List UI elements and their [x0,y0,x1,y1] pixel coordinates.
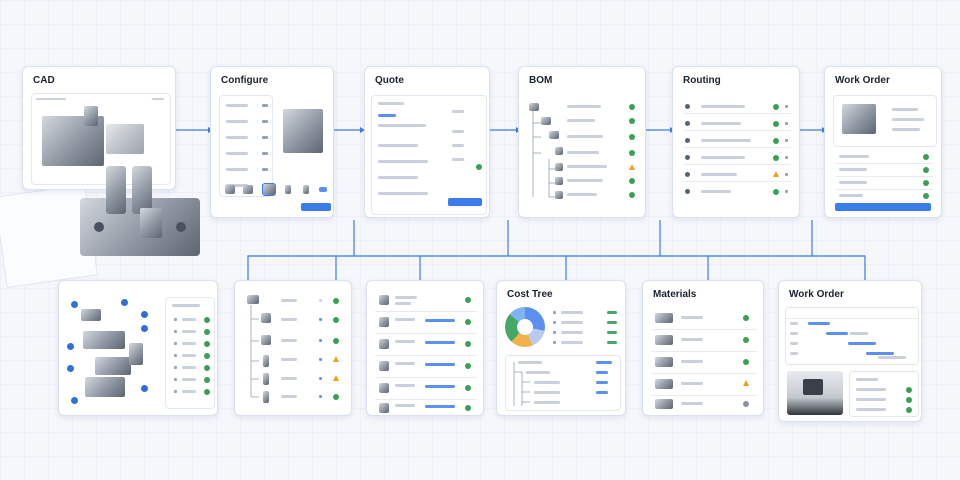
routing-card[interactable]: Routing [672,66,800,218]
configure-preview-icon [283,109,323,153]
materials-card[interactable]: Materials [642,280,764,416]
cad-title: CAD [33,75,55,86]
configure-apply-button[interactable] [301,203,331,211]
bom-tree-lines [532,109,555,198]
configure-options-panel [219,95,273,197]
callout-marker [71,301,78,308]
routing-title: Routing [683,75,721,86]
fixture-part-icon [80,160,210,260]
cost-tree-card[interactable]: Cost Tree [496,280,626,416]
bom-title: BOM [529,75,553,86]
work-order-title-top: Work Order [835,75,890,86]
work-order-release-button[interactable] [835,203,931,211]
pending-icon [743,401,749,407]
configure-title: Configure [221,75,269,86]
work-order-card-bottom[interactable]: Work Order [778,280,922,422]
warning-icon [629,164,635,170]
quote-panel [371,95,487,215]
work-order-card-top[interactable]: Work Order [824,66,942,218]
material-stock-icon [655,313,673,323]
gantt-schedule [785,307,919,365]
configure-card[interactable]: Configure [210,66,334,218]
materials-title: Materials [653,289,697,300]
parts-status-card[interactable] [366,280,484,416]
exploded-assembly-card[interactable] [58,280,218,416]
work-order-part-icon [842,104,876,134]
parts-list-panel [165,297,215,409]
work-order-title-bottom: Work Order [789,289,844,300]
cost-tree-title: Cost Tree [507,289,553,300]
quote-submit-button[interactable] [448,198,482,206]
bom-tree-card[interactable] [234,280,352,416]
check-icon [476,164,482,170]
quote-card[interactable]: Quote [364,66,490,218]
quote-title: Quote [375,75,404,86]
bom-card[interactable]: BOM [518,66,646,218]
